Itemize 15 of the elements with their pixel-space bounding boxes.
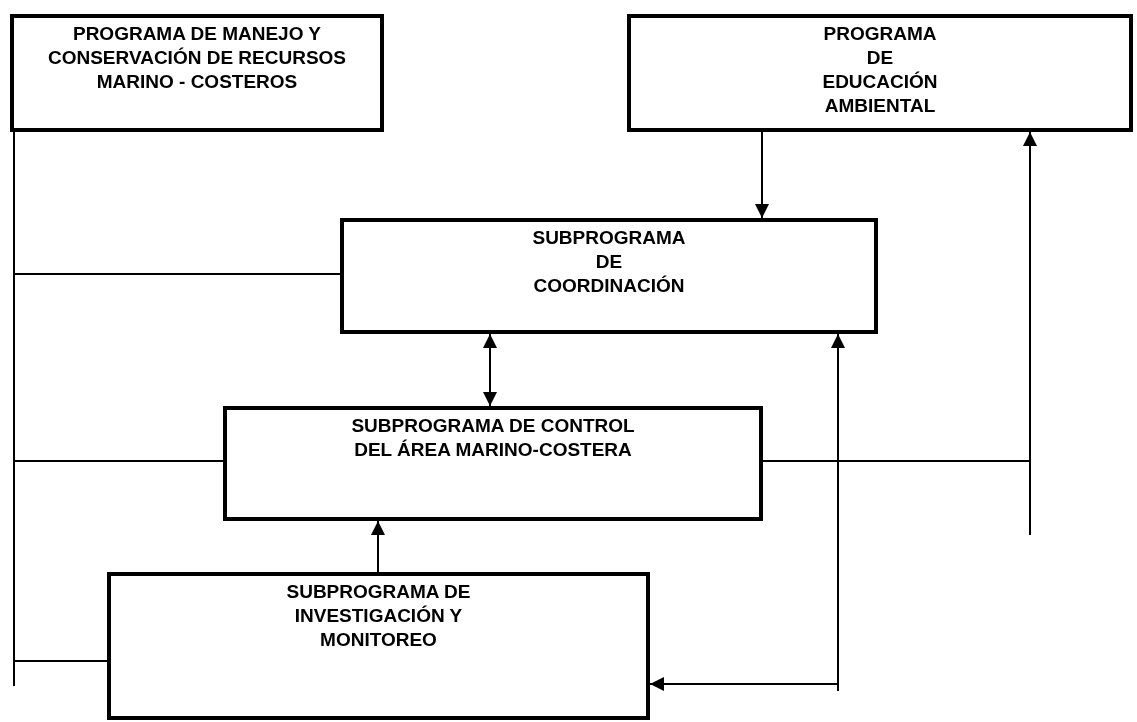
- process-box: [223, 406, 763, 521]
- process-box: [10, 14, 384, 132]
- process-box: [627, 14, 1133, 132]
- box-label: SUBPROGRAMA DE COORDINACIÓN: [531, 226, 687, 298]
- process-box: [340, 218, 878, 334]
- arrow: [755, 131, 769, 219]
- box-label: PROGRAMA DE EDUCACIÓN AMBIENTAL: [821, 22, 939, 118]
- box-label: PROGRAMA DE MANEJO Y CONSERVACIÓN DE RECURSOS MARINO - COSTEROS: [46, 22, 348, 94]
- arrow: [371, 520, 385, 573]
- box-label: SUBPROGRAMA DE INVESTIGACIÓN Y MONITOREO: [285, 580, 472, 652]
- arrow: [483, 333, 497, 407]
- box-label: SUBPROGRAMA DE CONTROL DEL ÁREA MARINO-COSTERA: [350, 414, 636, 462]
- arrow: [649, 333, 845, 692]
- process-box: [107, 572, 650, 720]
- arrow: [762, 131, 1037, 536]
